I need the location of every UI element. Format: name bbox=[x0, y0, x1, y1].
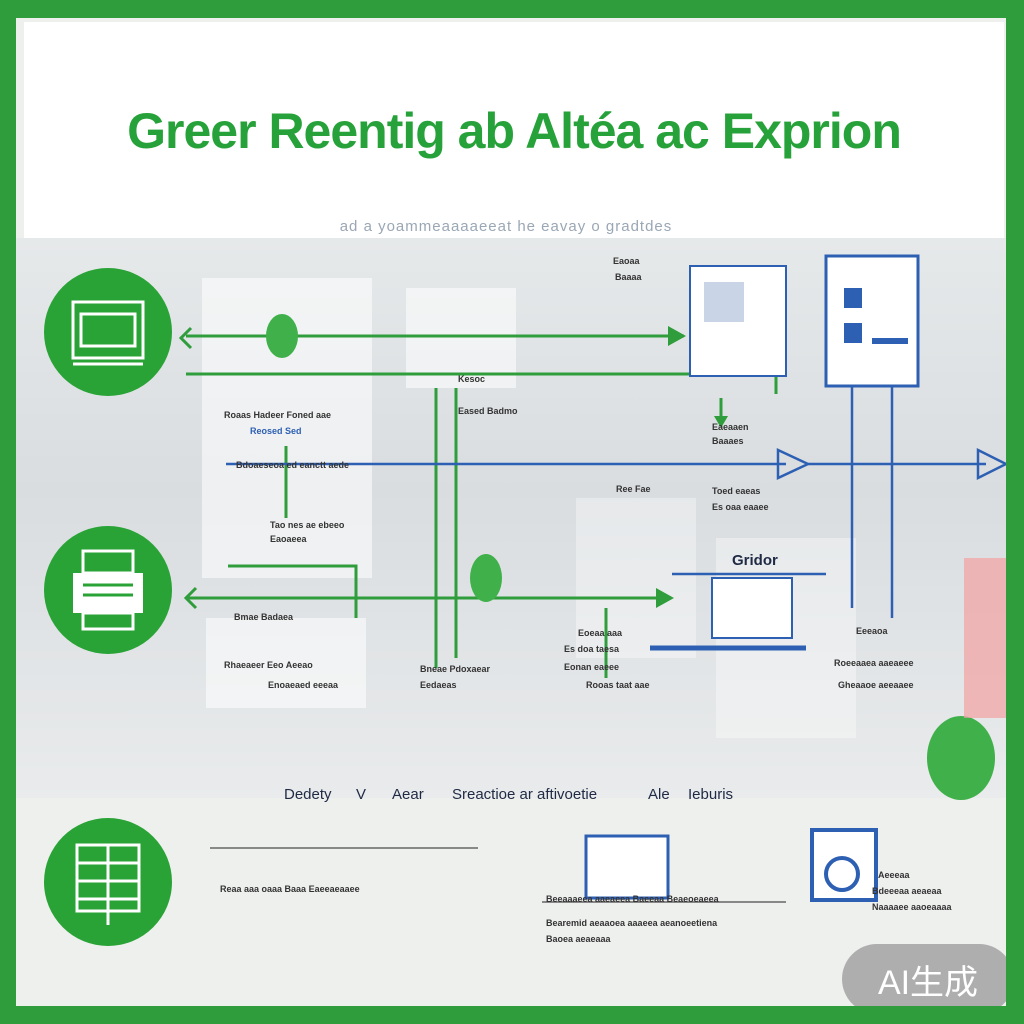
poster-canvas: Greer Reentig ab Altéa ac Exprion ad a y… bbox=[16, 18, 1006, 1006]
side-accent bbox=[964, 558, 1006, 718]
node-label: Bdoaeseoa ed eanctt aede bbox=[236, 460, 349, 470]
document-stack-icon bbox=[63, 292, 153, 372]
bottom-label: Naaaaee aaoeaaaa bbox=[872, 902, 952, 912]
legend-item: Aear bbox=[392, 786, 424, 803]
node-label: Toed eaeas bbox=[712, 486, 760, 496]
node-label: Roaas Hadeer Foned aae bbox=[224, 410, 331, 420]
plant-icon bbox=[927, 716, 995, 800]
flow-line-mid-box bbox=[228, 566, 356, 618]
server-rack-icon bbox=[63, 837, 153, 927]
plant-icon bbox=[266, 314, 298, 358]
node-label: Reosed Sed bbox=[250, 426, 302, 436]
node-label: Eedaeas bbox=[420, 680, 457, 690]
legend-item: Ale bbox=[648, 786, 670, 803]
printer-circle bbox=[44, 526, 172, 654]
bottom-label: Baoea aeaeaaa bbox=[546, 934, 611, 944]
node-label: Ree Fae bbox=[616, 484, 651, 494]
bottom-label: Reaa aaa oaaa Baaa Eaeeaeaaee bbox=[220, 884, 360, 894]
node-label: Eaoaeea bbox=[270, 534, 307, 544]
node-label: Bmae Badaea bbox=[234, 612, 293, 622]
node-label: Kesoc bbox=[458, 374, 485, 384]
legend-item: Ieburis bbox=[688, 786, 733, 803]
node-label: Eoeaa aaa bbox=[578, 628, 622, 638]
arrow-head-left bbox=[181, 328, 191, 348]
node-label: Rooas taat aae bbox=[586, 680, 650, 690]
node-label: Eonan eaeee bbox=[564, 662, 619, 672]
arrow-head bbox=[656, 588, 674, 608]
legend-item: Sreactioe ar aftivoetie bbox=[452, 786, 597, 803]
node-label: Roeeaaea aaeaeee bbox=[834, 658, 914, 668]
legend-item: Dedety bbox=[284, 786, 332, 803]
node-label: Es oaa eaaee bbox=[712, 502, 769, 512]
node-label: Baaaa bbox=[615, 272, 642, 282]
document-stack-icon bbox=[586, 836, 668, 898]
bottom-label: Bearemid aeaaoea aaaeea aeanoeetiena bbox=[546, 918, 717, 928]
bottom-label: Beeaaaeea aaeaeea Baeeaa Beaeoeaeea bbox=[546, 894, 719, 904]
node-label: Eaoaa bbox=[613, 256, 640, 266]
legend-item: V bbox=[356, 786, 366, 803]
node-label: Eased Badmo bbox=[458, 406, 518, 416]
node-label: Rhaeaeer Eeo Aeeao bbox=[224, 660, 313, 670]
node-label: Tao nes ae ebeeo bbox=[270, 520, 344, 530]
document-circle bbox=[44, 268, 172, 396]
node-label: Enoaeaed eeeaa bbox=[268, 680, 338, 690]
node-label: Gheaaoe aeeaaee bbox=[838, 680, 914, 690]
node-label: Eeeaoa bbox=[856, 626, 888, 636]
screen-thumb bbox=[704, 282, 744, 322]
node-label: Es doa taesa bbox=[564, 644, 619, 654]
bottom-label: Aeeeaa bbox=[878, 870, 910, 880]
bottom-label: Bdeeeaa aeaeaa bbox=[872, 886, 942, 896]
server-rack-icon bbox=[826, 256, 918, 386]
node-label: Eaeaaen bbox=[712, 422, 749, 432]
arrow-head bbox=[668, 326, 686, 346]
server-circle bbox=[44, 818, 172, 946]
ai-generated-badge: AI生成 bbox=[842, 944, 1006, 1006]
node-label: Bneae Pdoxaear bbox=[420, 664, 490, 674]
plant-icon bbox=[470, 554, 502, 602]
printer-icon bbox=[712, 578, 792, 638]
printer-icon bbox=[63, 545, 153, 635]
node-title: Gridor bbox=[732, 552, 778, 569]
node-label: Baaaes bbox=[712, 436, 744, 446]
